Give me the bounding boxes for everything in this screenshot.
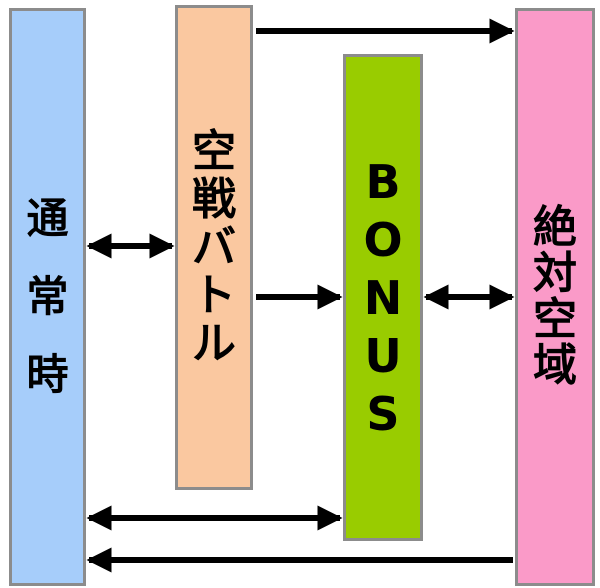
node-normal: 通常時 <box>9 8 86 586</box>
label-char: S <box>366 386 400 441</box>
node-normal-label: 通常時 <box>26 180 68 414</box>
label-char: バ <box>192 221 236 273</box>
label-char: ル <box>192 317 236 369</box>
label-char: N <box>363 270 403 325</box>
node-airspace: 絶対空域 <box>515 8 595 586</box>
node-dogfight-label: 空戦バトル <box>192 128 236 368</box>
label-char: O <box>363 212 403 267</box>
label-char: 時 <box>26 350 69 399</box>
label-char: 絶 <box>533 202 577 253</box>
label-char: 空 <box>533 294 577 345</box>
label-char: B <box>365 154 401 209</box>
label-char: 対 <box>533 248 577 299</box>
label-char: 域 <box>533 340 577 391</box>
node-dogfight: 空戦バトル <box>175 5 253 490</box>
label-char: ト <box>192 269 236 321</box>
node-airspace-label: 絶対空域 <box>533 205 577 389</box>
label-char: 空 <box>192 125 236 177</box>
label-char: 通 <box>26 194 69 243</box>
label-char: 常 <box>26 272 69 321</box>
label-char: U <box>364 328 402 383</box>
label-char: 戦 <box>192 173 236 225</box>
